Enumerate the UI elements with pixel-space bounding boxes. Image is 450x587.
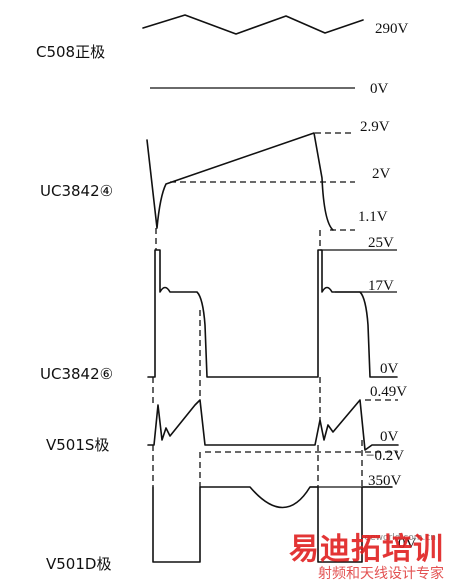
uc3842-pin4-wave bbox=[146, 132, 334, 231]
label-uc3842-pin4: UC3842④ bbox=[40, 182, 113, 200]
label-v501d: V501D极 bbox=[46, 555, 111, 573]
label-v501s: V501S极 bbox=[46, 436, 109, 454]
uc3842-pin6-wave bbox=[147, 249, 398, 378]
level-2v: 2V bbox=[372, 166, 391, 182]
watermark-site: eeworld.com.cn bbox=[364, 533, 436, 543]
level-350v: 350V bbox=[368, 473, 402, 489]
watermark-sub: 射频和天线设计专家 bbox=[318, 566, 444, 582]
v501d-wave bbox=[152, 486, 393, 563]
level-17v: 17V bbox=[368, 278, 394, 294]
watermark-main: 易迪拓培训 bbox=[289, 532, 444, 567]
level-c508-0v: 0V bbox=[370, 81, 389, 97]
level-source-0v: 0V bbox=[380, 429, 399, 445]
level-0v49: 0.49V bbox=[370, 384, 407, 400]
label-c508: C508正极 bbox=[36, 43, 105, 61]
watermark: 易迪拓培训 射频和天线设计专家 bbox=[289, 535, 444, 583]
level-1v1: 1.1V bbox=[358, 209, 388, 225]
level-drain-0v: 0V bbox=[398, 536, 417, 552]
level-290v: 290V bbox=[375, 21, 409, 37]
label-uc3842-pin6: UC3842⑥ bbox=[40, 365, 113, 383]
c508-ripple-wave bbox=[142, 14, 364, 35]
v501s-wave bbox=[147, 399, 399, 451]
level-gate-0v: 0V bbox=[380, 361, 399, 377]
level-25v: 25V bbox=[368, 235, 394, 251]
level-neg0v2: −0.2V bbox=[366, 448, 404, 464]
level-2v9: 2.9V bbox=[360, 119, 390, 135]
